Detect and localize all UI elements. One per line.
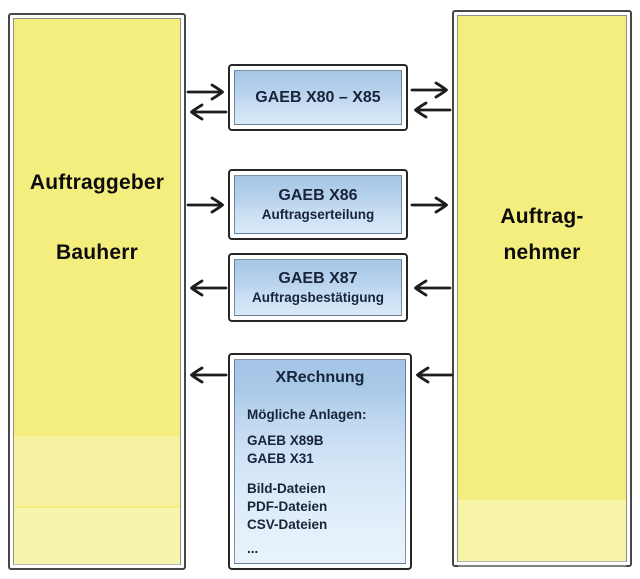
file-type-item: PDF-Dateien	[247, 499, 328, 514]
flow-box-xrechnung: XRechnung Mögliche Anlagen: GAEB X89B GA…	[228, 353, 412, 570]
arrow-right-icon	[186, 196, 224, 214]
arrow-right-icon	[410, 196, 448, 214]
arrow-left-icon	[414, 101, 452, 119]
arrow-left-icon	[190, 366, 228, 384]
flow-box-gaeb-x86-fill: GAEB X86 Auftragserteilung	[234, 175, 402, 234]
attachments-header: Mögliche Anlagen:	[247, 407, 367, 422]
shade-band	[14, 436, 180, 506]
actor-right-label-line2: nehmer	[503, 241, 581, 264]
flow-subtitle: Auftragserteilung	[261, 207, 375, 222]
attachment-item: GAEB X31	[247, 451, 314, 466]
shade-band	[458, 500, 626, 570]
flow-title: GAEB X80 – X85	[255, 89, 381, 106]
file-type-item: CSV-Dateien	[247, 517, 328, 532]
actor-left-label-line2: Bauherr	[56, 241, 138, 264]
actor-box-auftraggeber: Auftraggeber Bauherr	[8, 13, 186, 570]
flow-box-gaeb-x87-fill: GAEB X87 Auftragsbestätigung	[234, 259, 402, 316]
ellipsis-label: ...	[247, 541, 259, 556]
file-type-item: Bild-Dateien	[247, 481, 326, 496]
flow-box-gaeb-x86: GAEB X86 Auftragserteilung	[228, 169, 408, 240]
actor-box-auftragnehmer-fill: Auftrag- nehmer	[457, 15, 627, 570]
arrow-right-icon	[186, 83, 224, 101]
flow-title: XRechnung	[275, 369, 365, 386]
actor-right-label-line1: Auftrag-	[500, 205, 584, 228]
actor-left-label-line1: Auftraggeber	[29, 171, 165, 194]
flow-box-gaeb-x80-x85: GAEB X80 – X85	[228, 64, 408, 131]
flow-box-gaeb-x87: GAEB X87 Auftragsbestätigung	[228, 253, 408, 322]
attachment-item: GAEB X89B	[247, 433, 324, 448]
flow-box-xrechnung-fill: XRechnung Mögliche Anlagen: GAEB X89B GA…	[234, 359, 406, 564]
flow-box-gaeb-x80-x85-fill: GAEB X80 – X85	[234, 70, 402, 125]
arrow-left-icon	[416, 366, 454, 384]
actor-box-auftragnehmer: Auftrag- nehmer	[452, 10, 632, 570]
shade-band	[14, 508, 180, 568]
flow-title: GAEB X86	[278, 187, 358, 204]
flow-subtitle: Auftragsbestätigung	[251, 290, 384, 305]
actor-box-auftraggeber-fill: Auftraggeber Bauherr	[13, 18, 181, 568]
arrow-left-icon	[190, 279, 228, 297]
arrow-left-icon	[414, 279, 452, 297]
flow-title: GAEB X87	[278, 270, 358, 287]
arrow-left-icon	[190, 103, 228, 121]
arrow-right-icon	[410, 81, 448, 99]
